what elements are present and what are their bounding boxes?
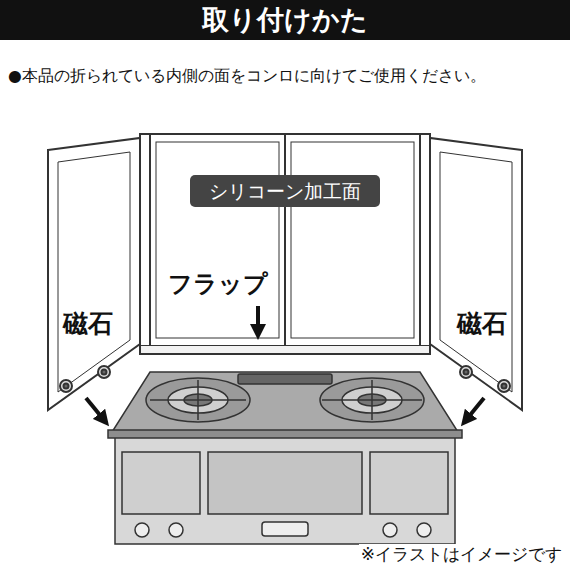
page-title: 取り付けかた: [202, 4, 368, 36]
oil-guard: [48, 134, 522, 410]
surface-label-box: シリコーン加工面: [190, 175, 380, 208]
gas-stove: [108, 372, 462, 544]
direction-arrows: [86, 306, 484, 420]
caption: ※イラストはイメージです: [359, 544, 564, 564]
part-label: フラップ: [168, 270, 268, 299]
part-label: 磁石: [63, 309, 113, 339]
part-label: 磁石: [457, 309, 507, 339]
title-band: [0, 0, 570, 40]
surface-label: シリコーン加工面: [202, 180, 368, 203]
usage-note: ●本品の折られている内側の面をコンロに向けてご使用ください。: [8, 67, 486, 86]
